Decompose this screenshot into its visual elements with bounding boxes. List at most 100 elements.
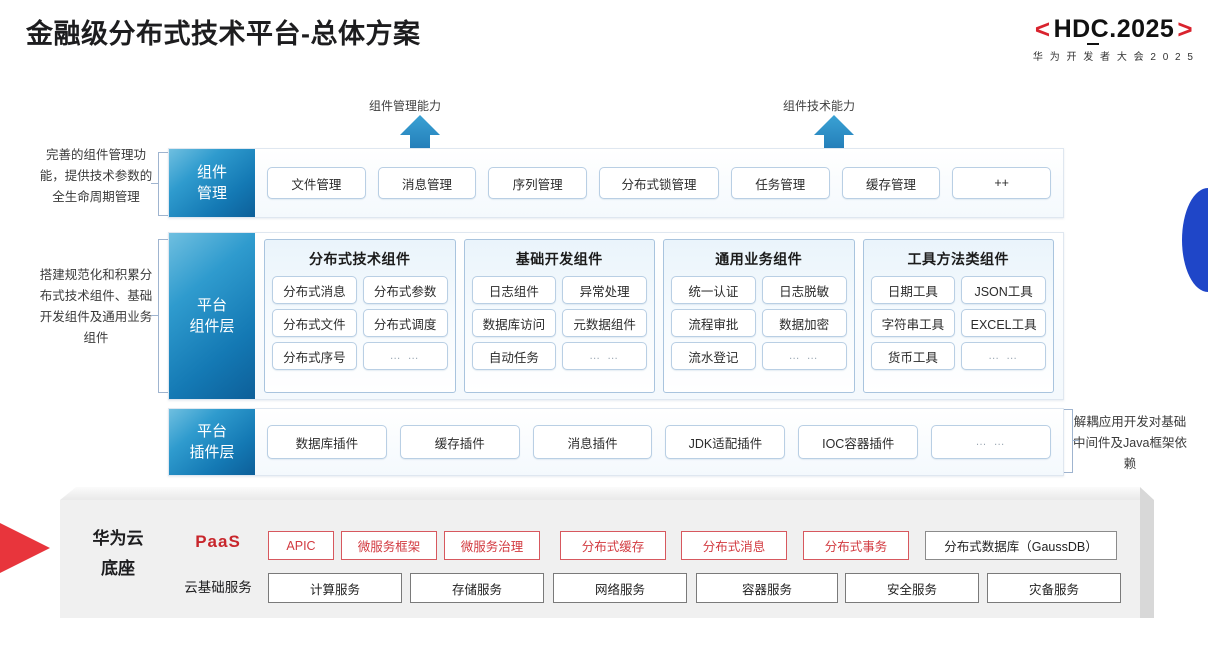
group-title: 工具方法类组件	[907, 251, 1009, 267]
item-more-dots[interactable]: … …	[562, 342, 647, 370]
item-jdk-adaptation-plugin[interactable]: JDK适配插件	[665, 425, 786, 459]
bracket-tick-left-top	[151, 183, 158, 185]
item-exception-handling[interactable]: 异常处理	[562, 276, 647, 304]
row-body-platform-component-layer: 分布式技术组件 分布式消息 分布式参数 分布式文件 分布式调度 分布式序号 … …	[255, 233, 1063, 399]
item-database-access[interactable]: 数据库访问	[471, 309, 557, 337]
row-body-platform-plugin-layer: 数据库插件 缓存插件 消息插件 JDK适配插件 IOC容器插件 … …	[255, 409, 1063, 475]
paas-label: PaaS	[195, 532, 241, 551]
item-task-management[interactable]: 任务管理	[730, 167, 830, 199]
hdc-logo: < HDC.2025 > 华 为 开 发 者 大 会 2 0 2 5	[1032, 14, 1196, 63]
group-grid: 分布式消息 分布式参数 分布式文件 分布式调度 分布式序号 … …	[272, 276, 448, 370]
row-component-management: 组件 管理 文件管理 消息管理 序列管理 分布式锁管理 任务管理 缓存管理 ++	[168, 148, 1064, 218]
hdc-underline-mark	[1086, 43, 1099, 45]
item-data-encryption[interactable]: 数据加密	[761, 309, 847, 337]
item-string-utility[interactable]: 字符串工具	[870, 309, 956, 337]
row-label-line1: 平台	[196, 423, 227, 440]
item-distributed-lock-management[interactable]: 分布式锁管理	[599, 167, 719, 199]
bracket-tick-left-mid	[151, 315, 158, 317]
row-label-platform-component-layer: 平台 组件层	[169, 233, 255, 399]
group-title: 通用业务组件	[715, 251, 803, 267]
cloud-base-label: 华为云 底座	[72, 524, 164, 584]
cloud-base-line1: 华为云	[92, 529, 144, 548]
paas-chip-distributed-database[interactable]: 分布式数据库（GaussDB）	[925, 531, 1117, 560]
row-platform-component-layer: 平台 组件层 分布式技术组件 分布式消息 分布式参数 分布式文件 分布式调度 分…	[168, 232, 1064, 400]
row-label-component-management: 组件 管理	[169, 149, 255, 217]
item-more-dots[interactable]: … …	[362, 342, 448, 370]
side-note-left-mid: 搭建规范化和积累分布式技术组件、基础开发组件及通用业务组件	[39, 268, 153, 345]
slab-top-bevel	[60, 487, 1140, 500]
item-currency-utility[interactable]: 货币工具	[870, 342, 956, 370]
cloud-chip-disaster-recovery-service[interactable]: 灾备服务	[987, 573, 1121, 603]
hdc-logo-main: < HDC.2025 >	[1032, 14, 1196, 45]
item-cache-management[interactable]: 缓存管理	[841, 167, 941, 199]
item-json-utility[interactable]: JSON工具	[961, 276, 1046, 304]
group-basic-development-components: 基础开发组件 日志组件 异常处理 数据库访问 元数据组件 自动任务 … …	[463, 239, 655, 393]
blue-lens-decoration	[1182, 188, 1208, 292]
group-grid: 日志组件 异常处理 数据库访问 元数据组件 自动任务 … …	[471, 276, 647, 370]
item-cache-plugin[interactable]: 缓存插件	[399, 425, 520, 459]
item-distributed-message[interactable]: 分布式消息	[272, 276, 357, 304]
item-message-management[interactable]: 消息管理	[377, 167, 477, 199]
row-label-line2: 组件层	[189, 318, 235, 335]
arrow-label-component-management: 组件管理能力	[369, 99, 442, 113]
page-title: 金融级分布式技术平台-总体方案	[26, 19, 421, 49]
item-distributed-parameter[interactable]: 分布式参数	[362, 276, 448, 304]
item-process-approval[interactable]: 流程审批	[671, 309, 756, 337]
paas-chip-apic[interactable]: APIC	[268, 531, 334, 560]
item-excel-utility[interactable]: EXCEL工具	[961, 309, 1046, 337]
item-database-plugin[interactable]: 数据库插件	[267, 425, 387, 459]
hdc-logo-word: HDC.2025	[1053, 15, 1175, 45]
paas-chip-distributed-cache[interactable]: 分布式缓存	[560, 531, 666, 560]
cloud-chip-container-service[interactable]: 容器服务	[696, 573, 838, 603]
cloud-chip-storage-service[interactable]: 存储服务	[410, 573, 544, 603]
row-label-line1: 平台	[196, 297, 227, 314]
paas-chip-distributed-transaction[interactable]: 分布式事务	[803, 531, 909, 560]
group-title: 分布式技术组件	[309, 251, 411, 267]
arrow-label-component-technology: 组件技术能力	[783, 99, 856, 113]
item-ioc-container-plugin[interactable]: IOC容器插件	[798, 425, 919, 459]
item-log-desensitization[interactable]: 日志脱敏	[761, 276, 847, 304]
item-sequence-management[interactable]: 序列管理	[488, 167, 588, 199]
paas-chip-distributed-message[interactable]: 分布式消息	[681, 531, 787, 560]
item-transaction-register[interactable]: 流水登记	[671, 342, 756, 370]
item-distributed-sequence[interactable]: 分布式序号	[272, 342, 357, 370]
row-body-component-management: 文件管理 消息管理 序列管理 分布式锁管理 任务管理 缓存管理 ++	[255, 149, 1063, 217]
item-date-utility[interactable]: 日期工具	[870, 276, 956, 304]
side-note-left-top: 完善的组件管理功能，提供技术参数的全生命周期管理	[39, 148, 153, 204]
slab-right-bevel	[1140, 487, 1154, 618]
paas-chip-microservice-framework[interactable]: 微服务框架	[341, 531, 437, 560]
row-label-line2: 管理	[196, 185, 227, 202]
item-distributed-file[interactable]: 分布式文件	[272, 309, 357, 337]
item-log-component[interactable]: 日志组件	[471, 276, 557, 304]
item-add-more[interactable]: ++	[952, 167, 1051, 199]
group-title: 基础开发组件	[515, 251, 603, 267]
item-more-dots[interactable]: … …	[761, 342, 847, 370]
item-unified-authentication[interactable]: 统一认证	[671, 276, 756, 304]
item-file-management[interactable]: 文件管理	[267, 167, 366, 199]
cloud-chip-compute-service[interactable]: 计算服务	[268, 573, 402, 603]
cloud-service-label: 云基础服务	[184, 580, 252, 595]
hdc-logo-text-b: .2025	[1109, 15, 1175, 43]
group-utility-method-components: 工具方法类组件 日期工具 JSON工具 字符串工具 EXCEL工具 货币工具 ……	[862, 239, 1054, 393]
cloud-base-line2: 底座	[101, 559, 135, 578]
group-common-business-components: 通用业务组件 统一认证 日志脱敏 流程审批 数据加密 流水登记 … …	[663, 239, 855, 393]
bracket-tick-right	[1072, 440, 1079, 442]
group-grid: 统一认证 日志脱敏 流程审批 数据加密 流水登记 … …	[671, 276, 847, 370]
hdc-logo-text-a: HDC	[1053, 15, 1110, 43]
paas-chip-microservice-governance[interactable]: 微服务治理	[444, 531, 540, 560]
item-message-plugin[interactable]: 消息插件	[532, 425, 653, 459]
item-distributed-scheduling[interactable]: 分布式调度	[362, 309, 448, 337]
item-more-dots[interactable]: … …	[931, 425, 1051, 459]
side-note-right: 解耦应用开发对基础中间件及Java框架依赖	[1073, 415, 1187, 471]
group-grid: 日期工具 JSON工具 字符串工具 EXCEL工具 货币工具 … …	[870, 276, 1046, 370]
item-metadata-component[interactable]: 元数据组件	[562, 309, 647, 337]
item-more-dots[interactable]: … …	[961, 342, 1046, 370]
right-bracket-icon: >	[1177, 14, 1193, 44]
cloud-chip-network-service[interactable]: 网络服务	[553, 573, 687, 603]
row-platform-plugin-layer: 平台 插件层 数据库插件 缓存插件 消息插件 JDK适配插件 IOC容器插件 ……	[168, 408, 1064, 476]
bracket-left-mid	[158, 239, 168, 393]
left-bracket-icon: <	[1034, 14, 1051, 44]
item-automatic-task[interactable]: 自动任务	[471, 342, 557, 370]
cloud-chip-security-service[interactable]: 安全服务	[845, 573, 979, 603]
